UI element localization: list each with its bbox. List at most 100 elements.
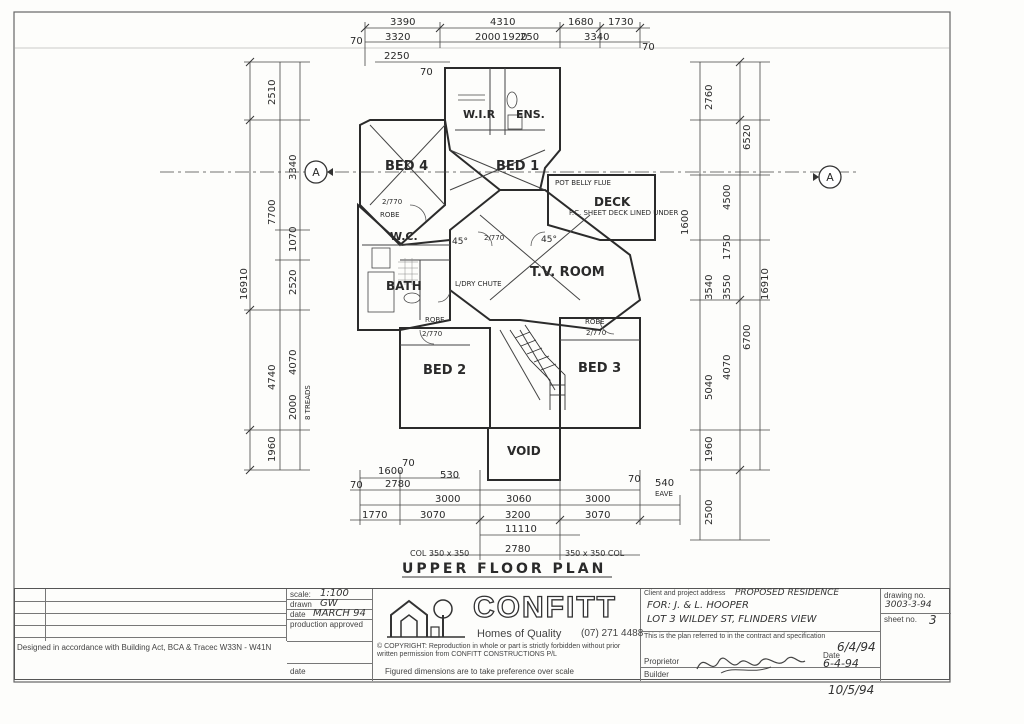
- eave-label: EAVE: [655, 490, 673, 498]
- room-wir: W.I.R: [463, 108, 496, 121]
- room-bath: BATH: [386, 279, 422, 293]
- room-bed1: BED 1: [496, 159, 539, 174]
- door-swing-bath: [437, 289, 451, 303]
- dim-top2-5: 250: [520, 32, 539, 43]
- door-swing-bed3: [599, 319, 615, 335]
- proprietor-label: Proprietor: [644, 657, 680, 666]
- drawing-number-section: [881, 589, 951, 681]
- dim-left-b5: 2000: [288, 395, 299, 420]
- flue-note: POT BELLY FLUE: [555, 179, 611, 187]
- wc-fixture: [371, 247, 391, 269]
- dimension-ticks: [245, 23, 745, 525]
- drawn-label: drawn: [290, 600, 312, 609]
- brand-logo: CONFITT: [472, 590, 617, 624]
- dim-left-b2: 1070: [288, 227, 299, 252]
- section-marker-left: A: [304, 160, 333, 184]
- room-bed2: BED 2: [423, 363, 466, 378]
- drawing-value: 3003-3-94: [885, 600, 932, 610]
- room-bed3: BED 3: [578, 361, 621, 376]
- room-ens: ENS.: [516, 108, 545, 121]
- dim-bot4-1: 1770: [362, 510, 387, 521]
- section-label-left: A: [312, 166, 320, 179]
- dim-right-b6: 6700: [742, 325, 753, 350]
- dim-bot1-1: 1600: [378, 466, 403, 477]
- wall-tv-room: [449, 189, 642, 332]
- dim-bot2-3: 530: [440, 470, 459, 481]
- dim-bot2-1: 70: [350, 480, 363, 491]
- fixtures: [367, 91, 523, 313]
- room-deck: DECK: [594, 195, 631, 209]
- dim-left-b1: 3340: [288, 155, 299, 180]
- figured-note: Figured dimensions are to take preferenc…: [385, 667, 574, 676]
- room-labels: BED 4 BED 1 W.I.R ENS. DECK W.C. BATH T.…: [385, 108, 631, 458]
- deck-note: F.C. SHEET DECK LINED UNDER: [569, 209, 678, 217]
- section-marker-right: A: [813, 165, 842, 189]
- title-block: Designed in accordance with Building Act…: [14, 588, 951, 681]
- dim-left-b3: 2520: [288, 270, 299, 295]
- dim-right-b1: 4500: [722, 185, 733, 210]
- dim-bot2-4: 70: [628, 474, 641, 485]
- designed-note: Designed in accordance with Building Act…: [17, 643, 272, 652]
- client-lot: LOT 3 WILDEY ST, FLINDERS VIEW: [647, 614, 817, 625]
- door-swing-bed2: [419, 329, 435, 345]
- door-bed2: 2/770: [422, 330, 442, 338]
- dim-bot3-3: 3000: [585, 494, 610, 505]
- dim-bot3-1: 3000: [435, 494, 460, 505]
- stair-treads: 8 TREADS: [304, 385, 312, 420]
- wall-bed2: [399, 327, 491, 429]
- margin-date: 10/5/94: [828, 683, 875, 697]
- dim-left-a4: 1960: [267, 437, 278, 462]
- room-tv: T.V. ROOM: [530, 265, 605, 280]
- angle-right: 45°: [541, 235, 557, 245]
- dim-right-a2: 6520: [742, 125, 753, 150]
- dim-bot3-2: 3060: [506, 494, 531, 505]
- dim-top2-4: 1920: [502, 32, 527, 43]
- dim-right-b7: 5040: [704, 375, 715, 400]
- dim-bot6: 2780: [505, 544, 530, 555]
- client-section: [641, 589, 881, 681]
- scale-column: [287, 589, 373, 681]
- dim-left-a3: 4740: [267, 365, 278, 390]
- dim-top-2: 4310: [490, 17, 515, 28]
- plan-title: UPPER FLOOR PLAN: [402, 561, 606, 577]
- scale-value: 1:100: [320, 588, 349, 599]
- signature-image: [696, 656, 806, 674]
- brand-tagline: Homes of Quality: [477, 628, 562, 640]
- ens-shower: [507, 114, 523, 130]
- logo-section: [373, 589, 641, 681]
- dim-bot2-2: 2780: [385, 479, 410, 490]
- builder-label: Builder: [644, 670, 669, 679]
- drawn-value: GW: [320, 598, 338, 609]
- staircase: [509, 324, 566, 410]
- client-label: Client and project address: [644, 590, 726, 597]
- sheet-value: 3: [929, 613, 937, 627]
- laundry-chute: L/DRY CHUTE: [455, 280, 502, 288]
- revision-grid: [15, 589, 287, 641]
- dim-top2-2: 3320: [385, 32, 410, 43]
- robe-bed3: ROBE: [585, 318, 605, 326]
- date-value: MARCH 94: [313, 608, 366, 619]
- dim-bot4-2: 3070: [420, 510, 445, 521]
- door-bed3: 2/770: [586, 329, 606, 337]
- angle-left: 45°: [452, 237, 468, 247]
- dimension-lines: [160, 22, 860, 560]
- dim-bot4-3: 3200: [505, 510, 530, 521]
- dim-right-a3: 3540: [704, 275, 715, 300]
- dim-bot4-4: 3070: [585, 510, 610, 521]
- door-swing-tv-right: [530, 231, 546, 247]
- door-swings: [409, 204, 615, 345]
- dim-top3-2: 70: [420, 67, 433, 78]
- dim-right-outer: 16910: [760, 268, 771, 300]
- room-wc: W.C.: [390, 230, 418, 243]
- dim-left-outer: 16910: [239, 268, 250, 300]
- dim-top2-1: 70: [350, 36, 363, 47]
- production-approved: production approved: [290, 620, 363, 629]
- sheet-border: [13, 11, 951, 683]
- scale-label: scale:: [290, 590, 311, 599]
- door-swing-tv-left: [477, 231, 493, 247]
- col-left: COL 350 x 350: [410, 549, 469, 558]
- dim-top2-7: 70: [642, 42, 655, 53]
- brand-phone: (07) 271 4488: [581, 628, 644, 639]
- client-for: FOR: J. & L. HOOPER: [647, 600, 749, 611]
